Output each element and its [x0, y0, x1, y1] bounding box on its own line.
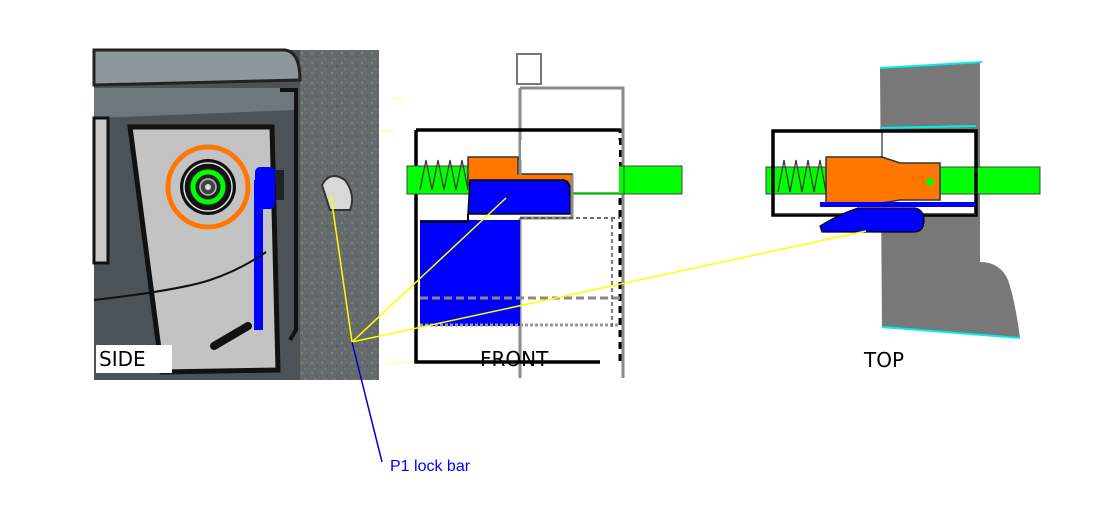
top-cam — [825, 156, 941, 204]
top-accent-line-3 — [881, 326, 1021, 339]
top-accent-line-2 — [879, 125, 977, 129]
side-view: SIDE — [92, 48, 379, 380]
top-cam-pin — [926, 178, 934, 186]
front-label: FRONT — [480, 347, 549, 371]
side-label: SIDE — [99, 347, 146, 371]
leader-to-side — [330, 195, 353, 343]
top-accent-line-1 — [879, 61, 983, 69]
front-lock-bar — [467, 179, 571, 215]
front-top-tab — [516, 53, 542, 85]
side-keyhole-orange-ring — [165, 144, 251, 230]
callout-label: P1 lock bar — [390, 458, 471, 475]
top-view: TOP — [765, 61, 1041, 372]
front-view: FRONT — [406, 53, 683, 378]
leader-to-front — [351, 197, 507, 343]
side-pin-bump — [320, 175, 354, 211]
side-left-strip — [92, 116, 110, 265]
side-keyhole-green-ring — [190, 169, 226, 205]
side-wire — [93, 251, 267, 301]
top-spring — [777, 159, 827, 193]
front-cam — [467, 156, 573, 187]
leader-to-top — [351, 230, 867, 343]
top-lock-bar — [819, 207, 925, 233]
side-slot — [210, 322, 252, 350]
callout-leaders — [330, 97, 867, 463]
top-label: TOP — [863, 348, 904, 372]
leader-to-label — [351, 341, 383, 463]
side-housing-top — [92, 48, 302, 87]
front-spring — [419, 159, 469, 191]
side-label-box — [96, 345, 172, 373]
